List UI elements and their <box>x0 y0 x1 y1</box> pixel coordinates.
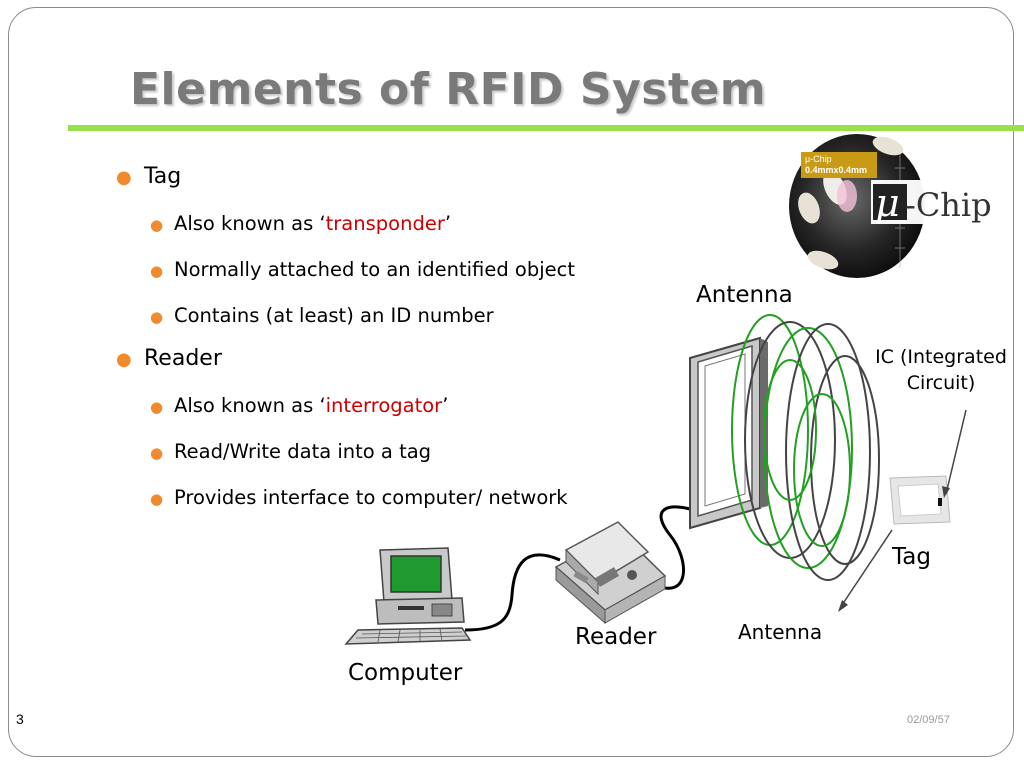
chip-logo-text: -Chip <box>905 186 992 224</box>
tag-aka-prefix: Also known as ‘ <box>174 212 326 235</box>
bullet-tag-id: ● Contains (at least) an ID number <box>150 304 494 327</box>
reader-item-2: Read/Write data into a tag <box>174 440 432 463</box>
antenna-coils <box>731 314 880 581</box>
bullet-tag-aka: ● Also known as ‘transponder’ <box>150 212 452 235</box>
slide-frame <box>8 7 1014 757</box>
title-underline <box>68 125 1024 131</box>
antenna-top-label: Antenna <box>696 282 793 308</box>
computer-device <box>344 547 472 645</box>
mu-chip-photo: μ-Chip 0.4mmx0.4mm μ -Chip <box>789 134 992 278</box>
bullet-reader-aka: ● Also known as ‘interrogator’ <box>150 394 449 417</box>
tag-aka-suffix: ’ <box>444 212 452 235</box>
antenna-panel <box>689 336 768 530</box>
bullet-dot-icon: ● <box>150 216 164 234</box>
tag-item-2: Normally attached to an identified objec… <box>174 258 575 281</box>
ic-label-line2: Circuit) <box>906 372 976 394</box>
reader-antenna-cable <box>654 505 701 590</box>
ic-chip <box>938 498 942 506</box>
antenna-bottom-label: Antenna <box>738 620 823 644</box>
computer-reader-cable <box>464 553 561 632</box>
bullet-tag-attached: ● Normally attached to an identified obj… <box>150 258 575 281</box>
tag-item-3: Contains (at least) an ID number <box>174 304 494 327</box>
ic-label: IC (Integrated Circuit) <box>868 344 1014 396</box>
bullet-dot-icon: ● <box>150 308 164 326</box>
chip-badge-line1: μ-Chip <box>805 154 832 164</box>
bullet-tag: ● Tag <box>116 164 182 189</box>
bullet-reader-interface: ● Provides interface to computer/ networ… <box>150 486 568 509</box>
reader-device <box>554 521 667 625</box>
reader-aka-prefix: Also known as ‘ <box>174 394 326 417</box>
reader-item-3: Provides interface to computer/ network <box>174 486 568 509</box>
slide-date: 02/09/57 <box>907 714 950 726</box>
tag-aka-term: transponder <box>325 212 445 235</box>
bullet-dot-icon: ● <box>116 349 132 370</box>
bullet-reader-label: Reader <box>144 346 222 371</box>
rfid-tag <box>889 475 951 525</box>
computer-label: Computer <box>348 660 463 686</box>
ic-pointer-arrow <box>945 409 967 495</box>
bullet-reader: ● Reader <box>116 346 222 371</box>
bullet-dot-icon: ● <box>150 444 164 462</box>
bullet-dot-icon: ● <box>150 398 164 416</box>
slide-title: Elements of RFID System <box>130 64 767 115</box>
bullet-dot-icon: ● <box>150 262 164 280</box>
bullet-dot-icon: ● <box>116 167 132 188</box>
reader-label: Reader <box>575 624 657 650</box>
bullet-tag-label: Tag <box>144 164 182 189</box>
page-number: 3 <box>16 711 24 727</box>
reader-aka-suffix: ’ <box>442 394 449 417</box>
reader-aka-term: interrogator <box>325 394 443 417</box>
chip-badge-line2: 0.4mmx0.4mm <box>805 165 867 175</box>
bullet-reader-rw: ● Read/Write data into a tag <box>150 440 432 463</box>
chip-logo-mu: μ <box>875 181 900 225</box>
tag-antenna-pointer-arrow <box>839 529 893 609</box>
bullet-dot-icon: ● <box>150 490 164 508</box>
ic-label-line1: IC (Integrated <box>875 346 1007 368</box>
tag-label: Tag <box>892 544 931 570</box>
